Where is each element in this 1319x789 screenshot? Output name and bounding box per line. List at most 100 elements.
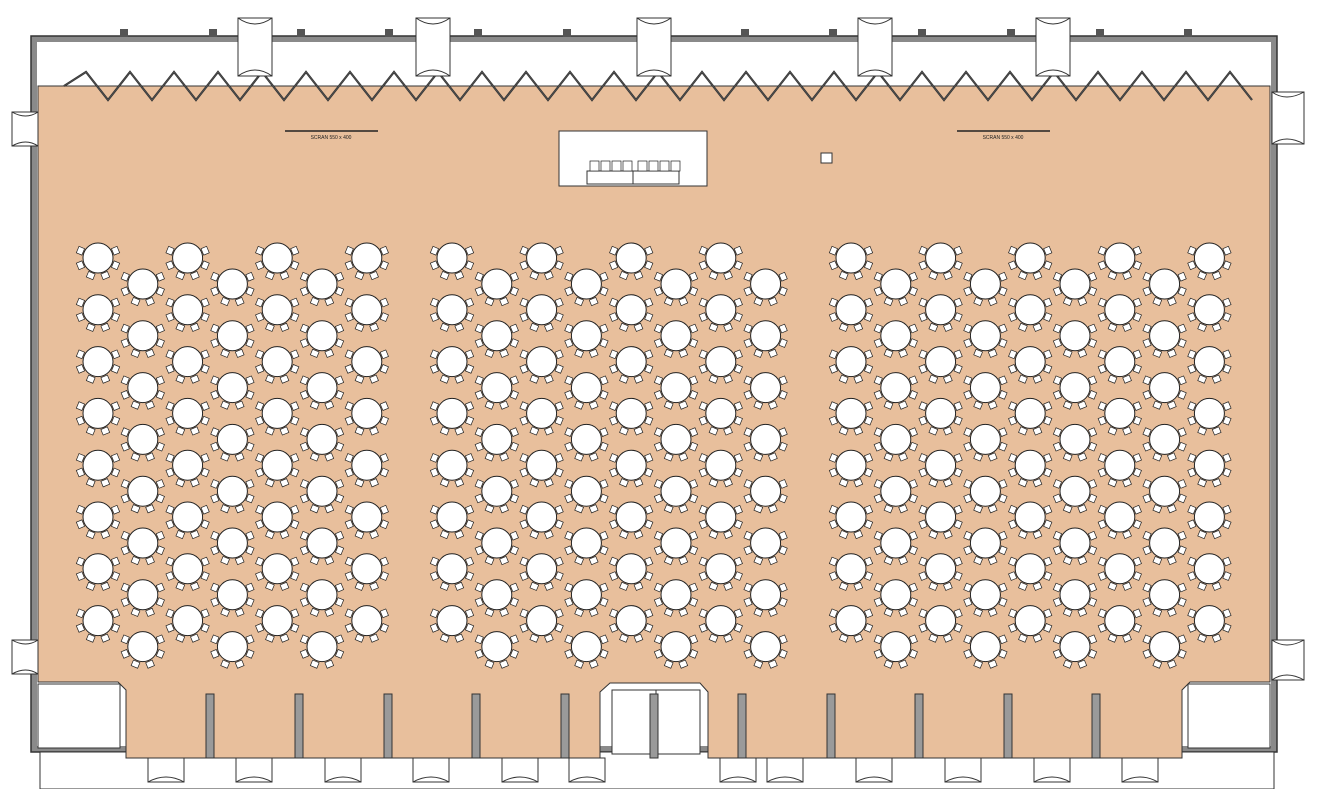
chair (324, 296, 335, 307)
chair (633, 478, 644, 488)
chair (110, 467, 121, 478)
chair (873, 286, 883, 297)
table-top (705, 501, 737, 533)
chair (334, 286, 345, 297)
chair (743, 545, 753, 556)
chair (334, 493, 345, 504)
chair (743, 530, 753, 541)
round-table (344, 553, 389, 591)
chair (599, 597, 609, 607)
chair (778, 271, 788, 282)
table-top (1149, 475, 1181, 507)
chair (255, 260, 265, 271)
pillar (560, 693, 570, 759)
chair (733, 453, 743, 463)
chair (165, 556, 175, 567)
chair (509, 286, 519, 297)
chair (663, 452, 674, 462)
table-top (526, 501, 558, 533)
chair (1008, 623, 1018, 633)
table-top (705, 294, 737, 326)
chair (943, 322, 953, 332)
round-table (1142, 320, 1187, 358)
chair (863, 401, 874, 411)
chair (1008, 297, 1018, 308)
chair (1107, 426, 1118, 436)
round-table (1008, 242, 1053, 281)
round-table (75, 501, 121, 540)
table-top (925, 397, 957, 429)
chair (464, 297, 475, 308)
chair (255, 364, 265, 374)
round-table (210, 475, 255, 514)
top-door (636, 17, 672, 77)
chair (379, 312, 389, 322)
chair (519, 623, 529, 633)
chair (908, 493, 918, 504)
chair (963, 375, 973, 386)
chair (279, 374, 290, 384)
table-top (880, 475, 912, 507)
chair (554, 467, 564, 478)
chair (200, 623, 210, 633)
chair (1152, 400, 1163, 410)
chair (883, 452, 894, 462)
chair (644, 519, 654, 530)
chair (120, 271, 130, 282)
chair (519, 519, 529, 530)
chair (354, 374, 365, 384)
table-top (216, 372, 248, 404)
chair (309, 659, 320, 669)
round-table (474, 579, 519, 617)
chair (698, 260, 708, 271)
chair (883, 296, 894, 307)
chair (265, 581, 275, 591)
chair (599, 427, 609, 437)
chair (1018, 270, 1028, 281)
pillar (649, 693, 659, 759)
chair (998, 338, 1008, 348)
table-top (1104, 501, 1136, 533)
table-top (1014, 605, 1046, 637)
chair (324, 348, 335, 358)
chair (165, 571, 175, 581)
table-top (1014, 501, 1046, 533)
table-top (660, 579, 692, 611)
chair (369, 633, 379, 643)
chair (220, 607, 230, 617)
chair (165, 297, 175, 308)
chair (299, 582, 310, 593)
chair (1142, 493, 1152, 504)
round-table (344, 449, 389, 488)
chair (454, 270, 465, 281)
chair (753, 452, 764, 462)
chair (918, 504, 928, 515)
chair (1222, 608, 1232, 619)
chair (733, 297, 743, 308)
chair (110, 608, 121, 619)
chair (838, 478, 849, 488)
round-table (918, 553, 963, 591)
chair (733, 415, 743, 426)
chair (1062, 659, 1073, 669)
chair (863, 349, 874, 360)
chair (165, 623, 175, 633)
chair (644, 245, 654, 256)
chair (998, 545, 1008, 556)
table-top (880, 423, 912, 455)
table-top (526, 553, 558, 585)
chair (688, 390, 699, 400)
chair (290, 623, 300, 633)
table-top (436, 397, 468, 429)
round-table (429, 501, 475, 540)
table-top (660, 475, 692, 507)
chair (1177, 271, 1187, 282)
chair (644, 556, 654, 567)
chair (688, 634, 699, 645)
chair (1107, 633, 1118, 643)
chair (853, 374, 864, 384)
table-top (750, 268, 782, 300)
chair (75, 297, 86, 308)
chair (973, 452, 983, 462)
chair (828, 260, 839, 271)
